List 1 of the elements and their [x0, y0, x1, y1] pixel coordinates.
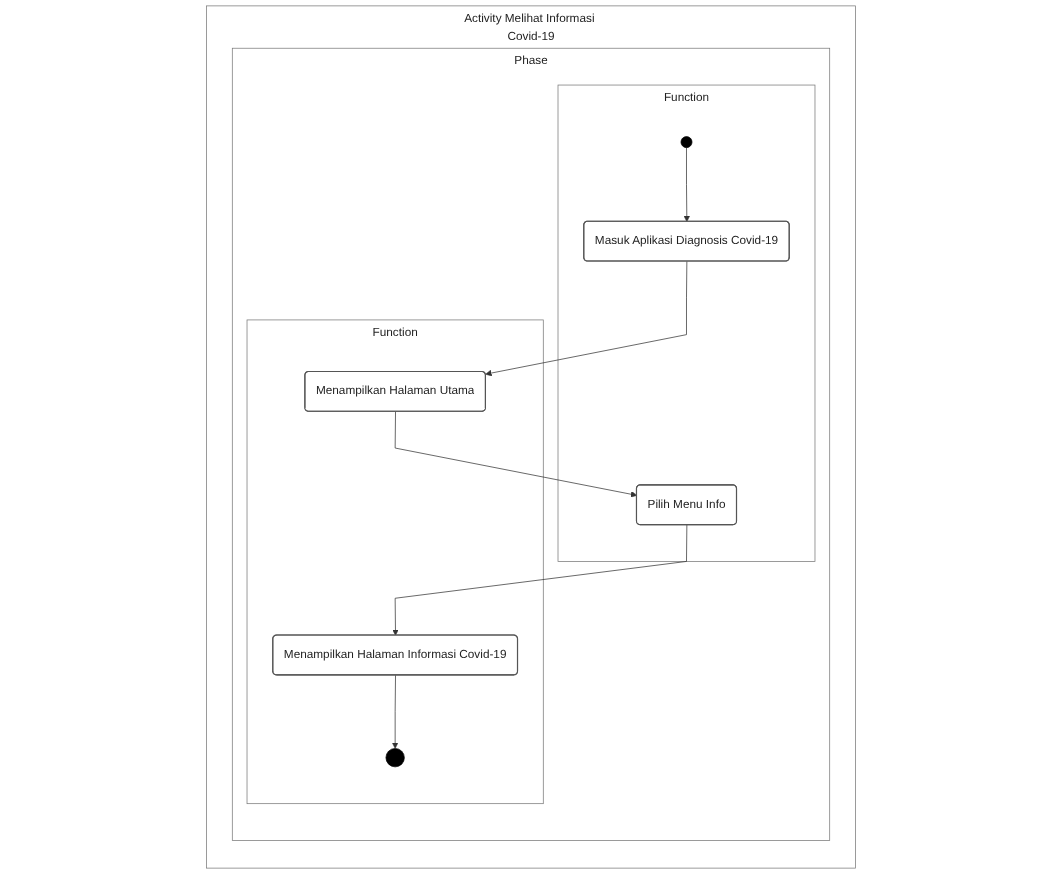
node-circle	[680, 136, 693, 148]
